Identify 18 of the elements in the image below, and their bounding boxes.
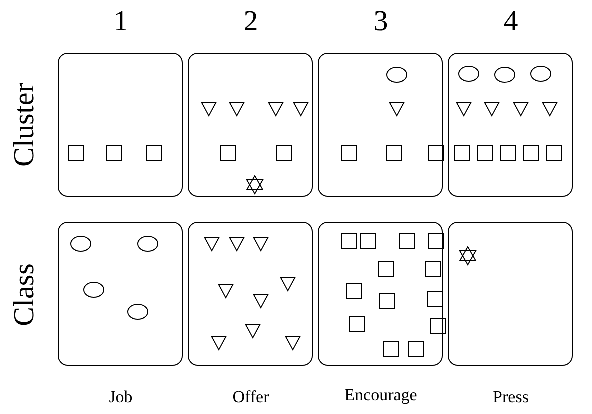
row-heading: Cluster	[10, 83, 40, 167]
panel-box	[58, 222, 183, 366]
row-heading: Class	[10, 264, 40, 326]
panel-box	[318, 222, 443, 366]
panel-box	[58, 53, 183, 197]
column-caption: Job	[109, 388, 133, 406]
panel-box	[188, 53, 313, 197]
column-number: 4	[504, 8, 518, 36]
column-caption: Press	[493, 388, 529, 406]
column-caption: Encourage	[344, 386, 418, 404]
panel-box	[448, 53, 573, 197]
panel-box	[448, 222, 573, 366]
column-number: 3	[374, 8, 388, 36]
column-number: 2	[244, 8, 258, 36]
panel-box	[188, 222, 313, 366]
column-number: 1	[114, 8, 128, 36]
column-caption: Offer	[232, 388, 270, 406]
panel-box	[318, 53, 443, 197]
